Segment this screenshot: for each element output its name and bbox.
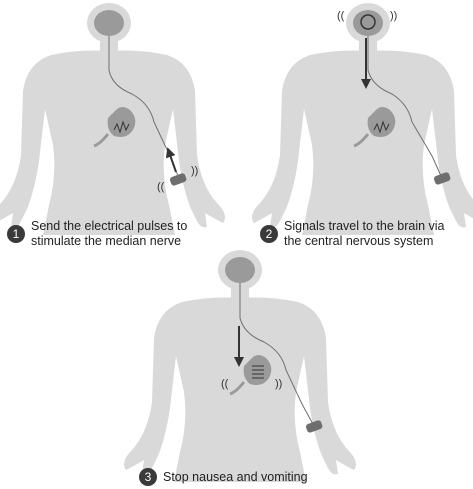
pulse-right-2: )) bbox=[390, 10, 397, 22]
arrow-up-1 bbox=[169, 152, 176, 172]
step-1-text-line-2: stimulate the median nerve bbox=[31, 234, 187, 249]
brain-2 bbox=[353, 10, 383, 36]
pulse-right-1: )) bbox=[191, 165, 198, 177]
step-2-text-line-2: the central nervous system bbox=[284, 234, 445, 249]
figure-body-2 bbox=[252, 3, 473, 235]
step-1-number-badge: 1 bbox=[7, 225, 25, 243]
brain-1 bbox=[94, 10, 124, 36]
step-2-text-line-1: Signals travel to the brain via bbox=[284, 219, 445, 234]
step-2-number-badge: 2 bbox=[260, 225, 278, 243]
step-3-caption: 3 Stop nausea and vomiting bbox=[139, 470, 308, 486]
pulse-right-3: )) bbox=[275, 378, 282, 390]
brain-3 bbox=[225, 257, 255, 283]
pulse-left-2: (( bbox=[337, 10, 345, 22]
step-1-text-line-1: Send the electrical pulses to bbox=[31, 219, 187, 234]
step-2-caption: 2 Signals travel to the brain via the ce… bbox=[260, 219, 445, 249]
pulse-left-1: (( bbox=[157, 181, 165, 193]
step-1-caption: 1 Send the electrical pulses to stimulat… bbox=[7, 219, 187, 249]
step-3-number-badge: 3 bbox=[139, 468, 157, 486]
step-3-text-line-1: Stop nausea and vomiting bbox=[163, 470, 308, 485]
pulse-left-3: (( bbox=[221, 378, 229, 390]
